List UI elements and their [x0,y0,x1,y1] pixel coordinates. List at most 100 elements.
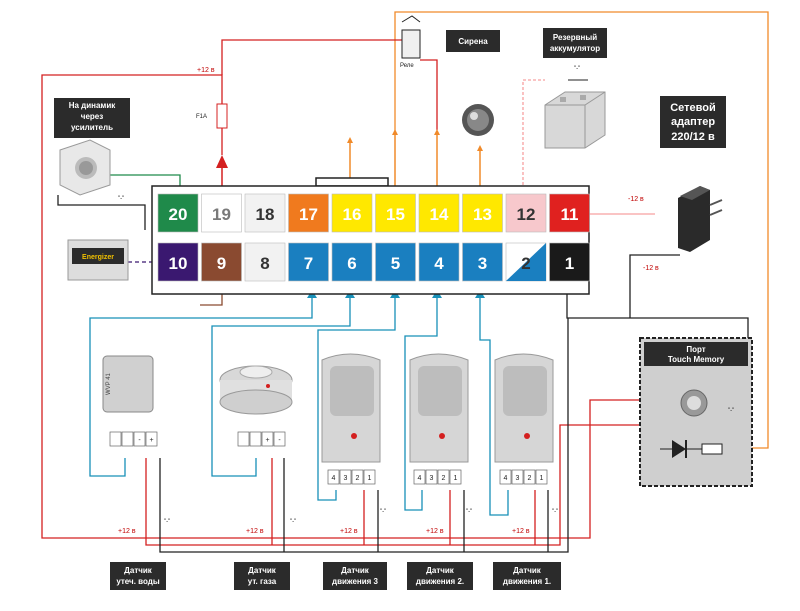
motion-sensor-2 [409,353,469,463]
strip-terminal: 4 [418,475,422,482]
terminal-1: 1 [549,242,590,282]
svg-text:Датчик: Датчик [341,566,370,575]
water-terminals: -+ [109,431,158,447]
label-gas: Датчик ут. газа [234,562,290,590]
speaker-label-3: усилитель [71,123,113,132]
strip-terminal: + [149,437,153,444]
speaker-label-1: На динамик [69,101,117,110]
terminal-18: 18 [244,193,286,233]
terminal-number: 18 [256,205,275,224]
terminal-20: 20 [157,193,199,233]
adapter-minus-top: -12 в [628,196,644,203]
terminal-7: 7 [288,242,329,282]
terminal-number: 11 [561,205,579,224]
terminal-13: 13 [462,193,503,233]
cyan-wire-4 [404,292,438,511]
m2-minus: "-" [466,509,472,515]
port-minus: "-" [728,408,734,414]
water-plus12: +12 в [118,528,136,535]
battery-minus: "-" [574,66,580,72]
adapter-label-3: 220/12 в [671,131,715,143]
cyan-wire-7 [89,292,313,477]
battery-label-2: аккумулятор [550,44,600,53]
terminal-number: 15 [386,205,405,224]
strip-terminal: 1 [540,475,544,482]
terminal-number: 4 [434,254,444,273]
svg-text:движения 1.: движения 1. [503,577,551,586]
terminal-number: 8 [260,254,269,273]
terminal-19: 19 [201,193,242,233]
energizer-label: Energizer [82,254,114,261]
m1-plus12: +12 в [512,528,530,535]
strip-terminal: 3 [516,475,520,482]
water-sensor: WVP 41 [102,355,154,413]
orange-wire-loop [394,11,769,449]
energizer-battery: Energizer [67,239,129,281]
strip-terminal: 1 [368,475,372,482]
speaker-box: На динамик через усилитель [54,98,130,138]
label-motion2: Датчик движения 2. [407,562,473,590]
terminal-number: 1 [565,254,574,273]
svg-text:Датчик: Датчик [513,566,542,575]
cyan-wire-3 [479,292,509,516]
terminal-17: 17 [288,193,329,233]
m3-minus: "-" [380,509,386,515]
siren-box: Сирена [446,30,500,52]
strip-terminal: - [138,437,141,444]
terminal-number: 17 [299,205,318,224]
terminal-number: 2 [521,254,530,273]
terminal-number: 6 [347,254,356,273]
svg-text:Датчик: Датчик [426,566,455,575]
terminal-14: 14 [418,193,460,233]
terminal-3: 3 [462,242,503,282]
svg-text:Датчик: Датчик [124,566,153,575]
water-minus: "-" [164,519,170,525]
strip-terminal: - [278,437,281,444]
fuse-arrow [216,155,228,168]
touch-memory-panel: Порт Touch Memory "-" [639,337,753,487]
port-label-2: Touch Memory [668,355,725,364]
label-motion3: Датчик движения 3 [323,562,387,590]
water-panel-label: WVP 41 [106,372,112,395]
terminal-number: 19 [212,205,231,224]
terminal-10: 10 [157,242,199,282]
adapter-box: Сетевой адаптер 220/12 в [660,96,726,148]
terminal-8: 8 [244,242,286,282]
diode-icon [672,440,686,458]
strip-terminal: 2 [442,475,446,482]
strip-terminal: 4 [332,475,336,482]
speaker-icon: "-" [59,139,124,202]
terminal-number: 10 [169,254,188,273]
relay-wire-14 [420,59,438,130]
battery-label-1: Резервный [553,33,597,42]
siren-label: Сирена [458,37,488,46]
terminal-6: 6 [331,242,373,282]
cyan-wire-6 [211,292,351,477]
speaker-minus: "-" [118,196,124,202]
terminal-5: 5 [375,242,416,282]
m1-minus: "-" [552,509,558,515]
terminal-11: 11 [549,193,590,233]
red-wire-to-relay [221,39,402,75]
strip-terminal: 2 [356,475,360,482]
strip-terminal: + [265,437,269,444]
m2-plus12: +12 в [426,528,444,535]
adapter-label-2: адаптер [671,116,715,128]
red-wire-sensors [145,424,640,546]
terminal-number: 7 [304,254,313,273]
gas-terminals: +- [237,431,286,447]
terminal-15: 15 [375,193,416,233]
battery-icon: "-" [544,66,606,149]
terminal-number: 20 [169,205,188,224]
strip-terminal: 3 [430,475,434,482]
m3-plus12: +12 в [340,528,358,535]
terminal-2: 2 [505,242,547,282]
plus12-top-label: +12 в [197,67,215,74]
fuse: F1A [196,103,228,129]
adapter-minus-bottom: -12 в [643,265,659,272]
